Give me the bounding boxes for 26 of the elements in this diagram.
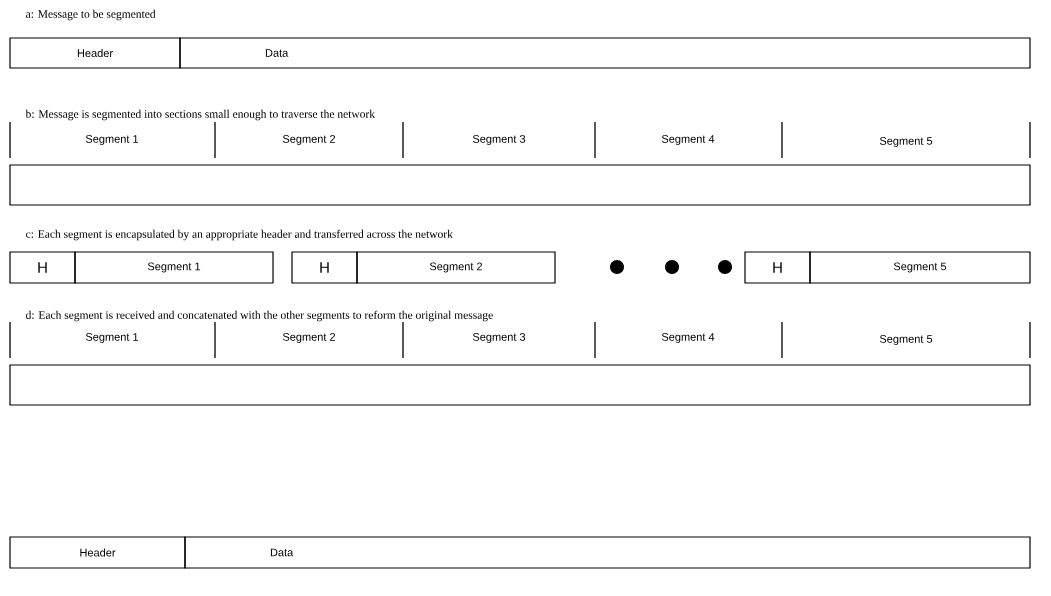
segment-label: Segment 1 (85, 333, 139, 343)
segment-label: Segment 4 (661, 135, 715, 145)
header-cell: H (9, 251, 76, 284)
message-cell: Segment 5 (809, 251, 1031, 284)
message-cell: Header (9, 536, 186, 569)
caption-text: c: Each segment is encapsulated by an appropriate header and transferred across the network (26, 229, 453, 241)
message-cell: Data (184, 536, 1031, 569)
segment-label: Segment 4 (661, 333, 715, 343)
segment-label: Segment 2 (282, 135, 336, 145)
message-cell: Segment 2 (356, 251, 556, 284)
header-cell: H (291, 251, 358, 284)
empty-box (9, 364, 1031, 406)
segment-label: Segment 5 (879, 335, 933, 345)
segment-label: Segment 1 (85, 135, 139, 145)
header-cell: H (744, 251, 811, 284)
segment-label: Segment 3 (472, 333, 526, 343)
message-cell: Data (179, 37, 1031, 69)
segment-label: Segment 2 (282, 333, 336, 343)
message-cell: Segment 1 (74, 251, 274, 284)
caption-text: a: Message to be segmented (26, 9, 156, 21)
segment-label: Segment 5 (879, 137, 933, 147)
caption-text: b: Message is segmented into sections small enough to traverse the network (25, 109, 376, 121)
empty-box (9, 164, 1031, 206)
message-cell: Header (9, 37, 181, 69)
caption-text: d: Each segment is received and concatenated with the other segments to reform the original message (26, 310, 493, 322)
segment-label: Segment 3 (472, 135, 526, 145)
